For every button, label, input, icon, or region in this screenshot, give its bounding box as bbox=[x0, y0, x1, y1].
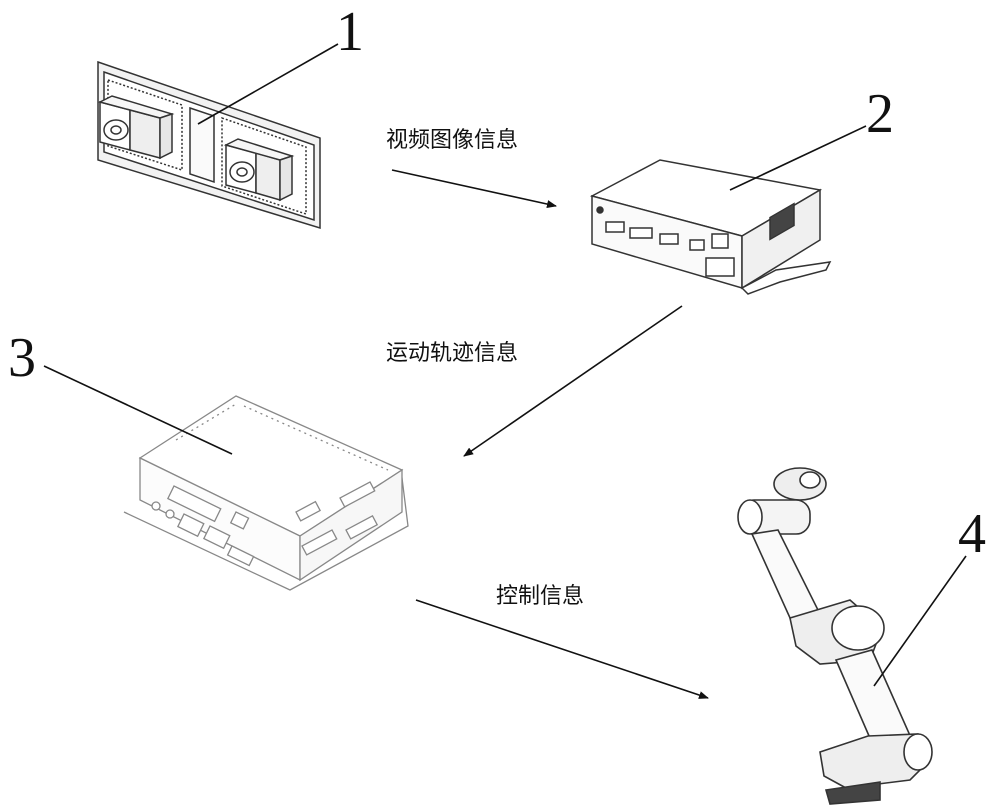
leader-line-2 bbox=[729, 125, 867, 191]
leader-line-3 bbox=[43, 365, 233, 455]
arrow-3-to-4 bbox=[415, 599, 709, 699]
flow-label-control: 控制信息 bbox=[496, 584, 585, 609]
component-number-4: 4 bbox=[958, 503, 986, 565]
leader-line-4 bbox=[873, 555, 967, 687]
arrow-2-to-3 bbox=[463, 305, 683, 457]
flow-label-video: 视频图像信息 bbox=[386, 128, 519, 153]
component-number-2: 2 bbox=[866, 83, 894, 145]
motion-controller-device bbox=[123, 395, 409, 591]
flow-arrows bbox=[391, 169, 709, 699]
component-number-3: 3 bbox=[8, 327, 36, 389]
robot-arm-device bbox=[737, 467, 933, 805]
flow-label-trajectory: 运动轨迹信息 bbox=[386, 341, 519, 366]
image-processing-box-device bbox=[589, 159, 832, 295]
component-number-1: 1 bbox=[336, 1, 364, 63]
leader-line-1 bbox=[197, 43, 339, 125]
stereo-camera-device bbox=[97, 60, 321, 230]
arrow-1-to-2 bbox=[391, 169, 557, 208]
leader-lines bbox=[43, 43, 967, 687]
